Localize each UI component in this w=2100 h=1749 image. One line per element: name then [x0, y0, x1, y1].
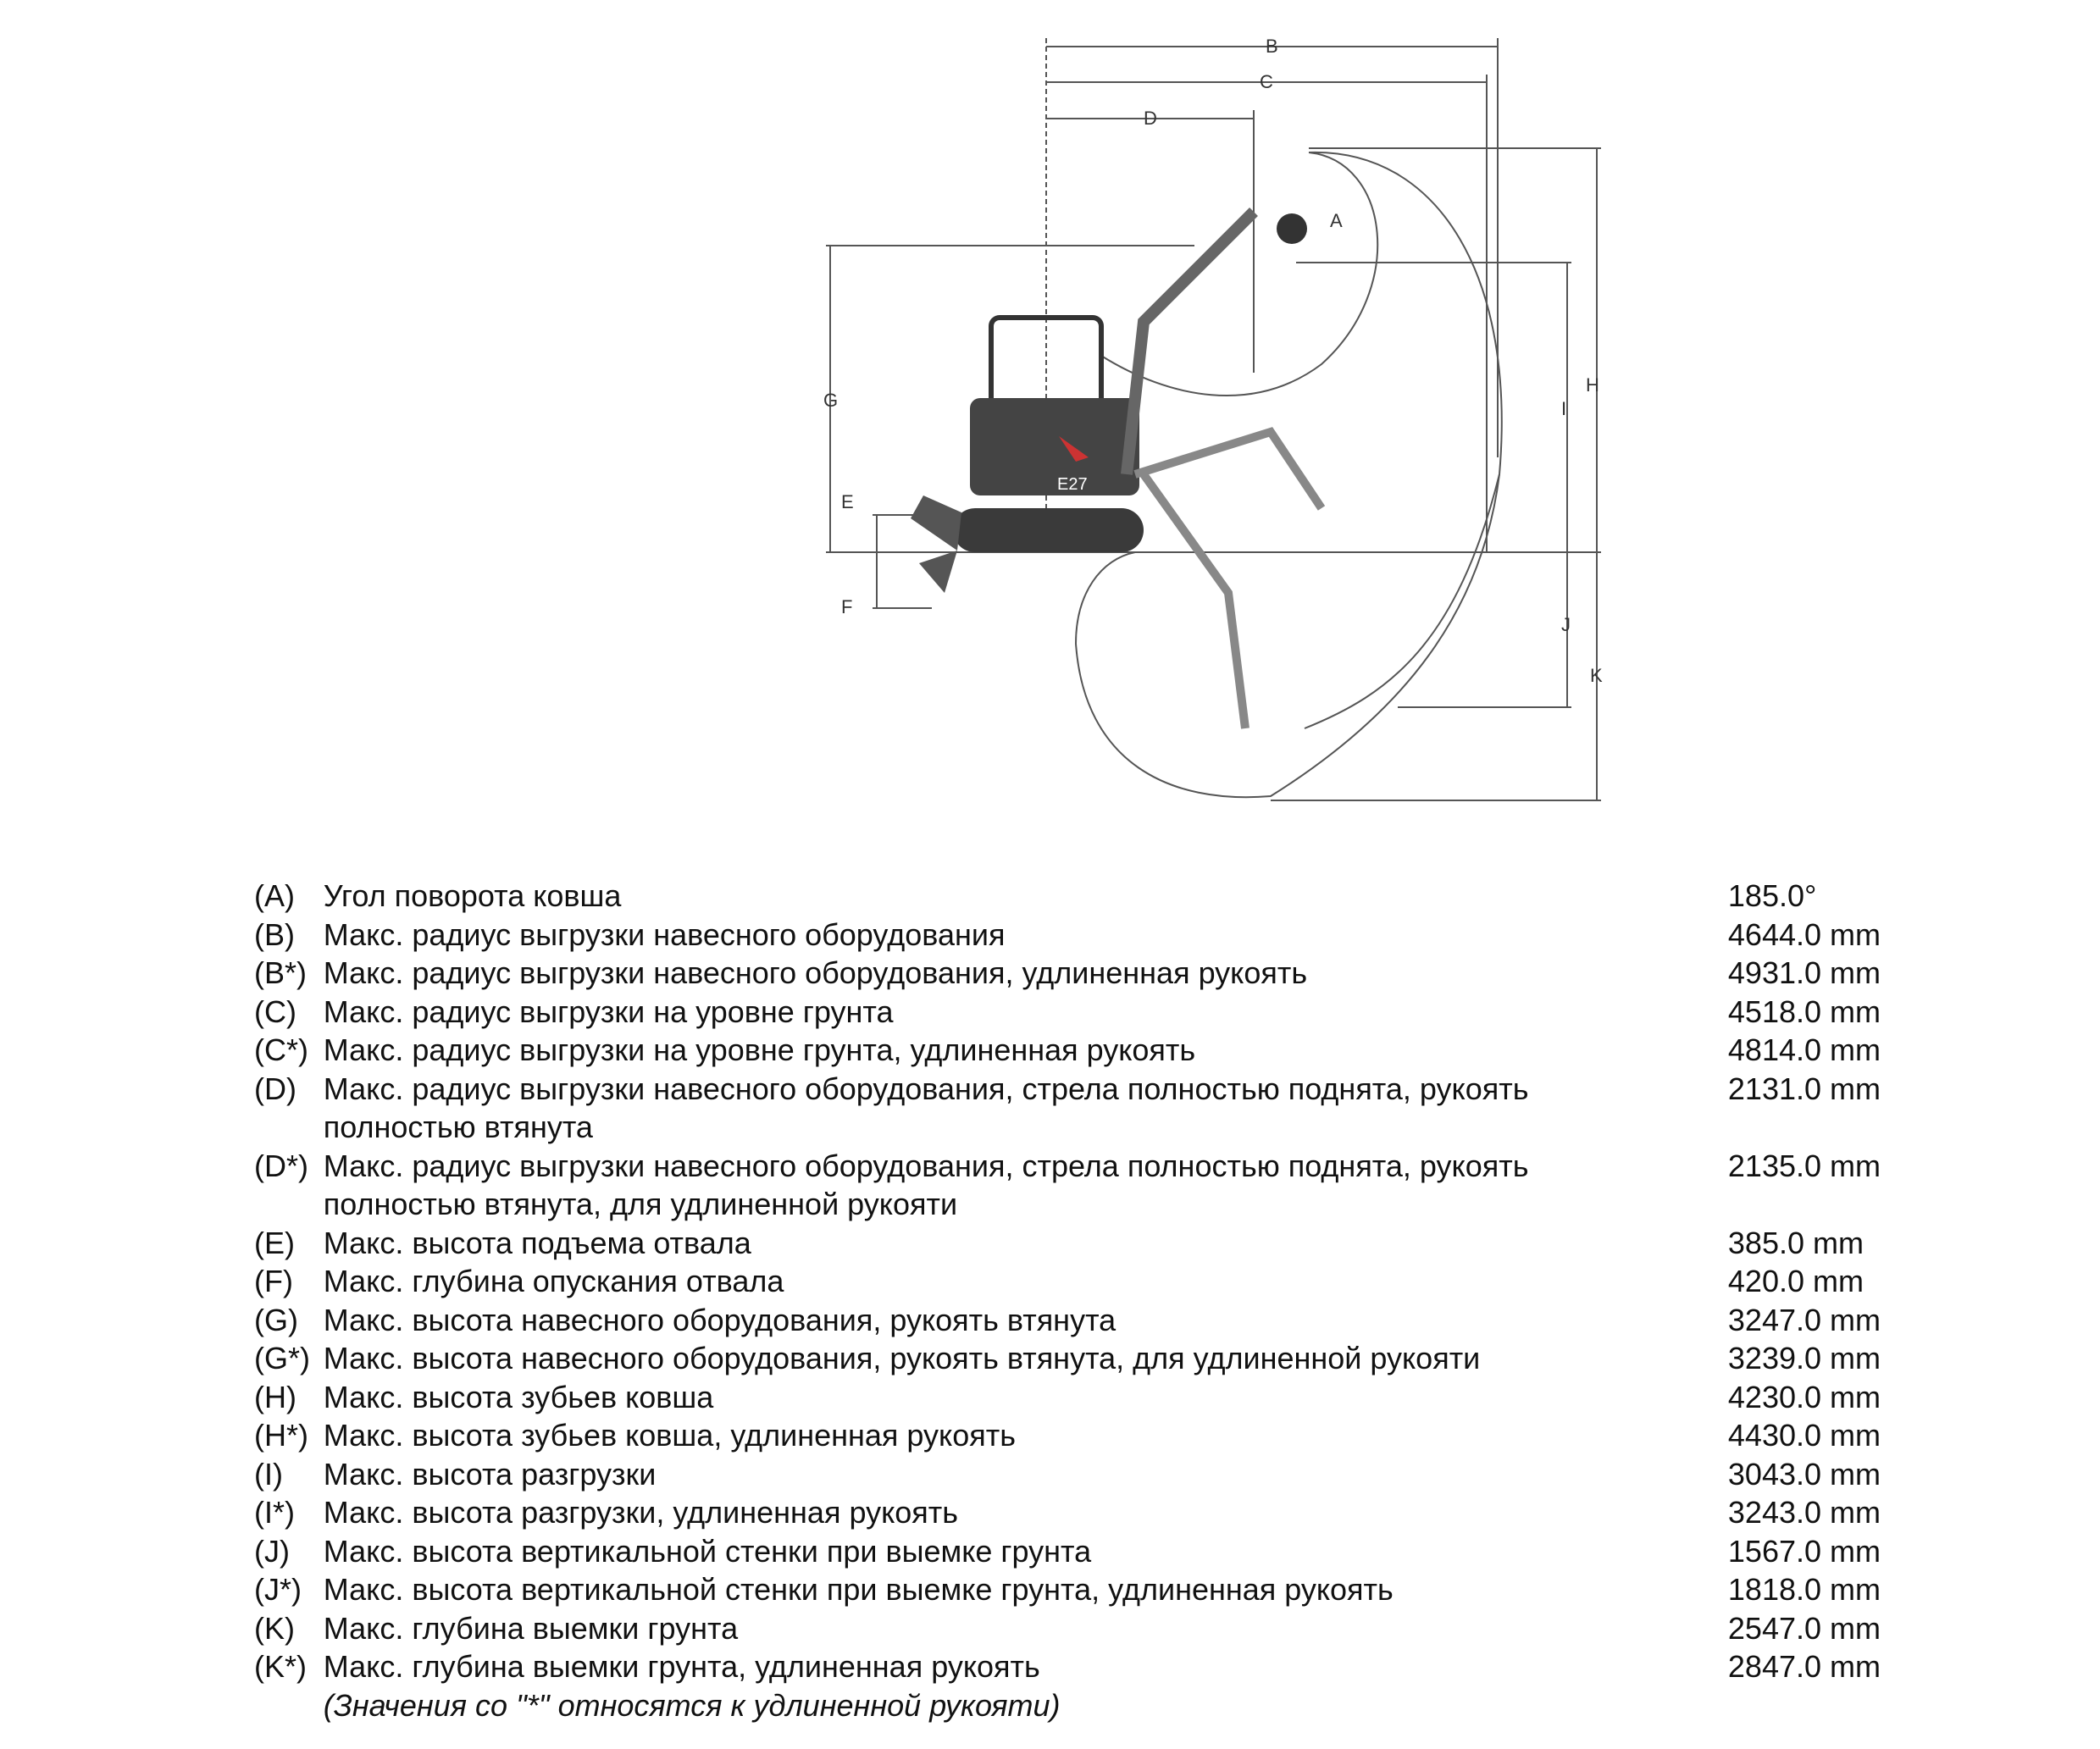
spec-value: 4814.0 mm: [1727, 1032, 1881, 1067]
dig-arc: [1304, 473, 1500, 729]
spec-value: 1567.0 mm: [1727, 1533, 1881, 1569]
spec-code: (G): [254, 1302, 298, 1337]
spec-code: (D*): [254, 1148, 308, 1183]
spec-code: (C): [254, 993, 296, 1029]
spec-code: (J*): [254, 1572, 302, 1607]
spec-code: (F): [254, 1264, 293, 1298]
spec-label: Угол поворота ковша: [323, 878, 622, 913]
spec-row: (H*) Макс. высота зубьев ковша, удлиненна…: [254, 1416, 1881, 1455]
dim-letter-d: D: [1144, 108, 1157, 129]
spec-label: Макс. глубина выемки грунта: [323, 1610, 739, 1646]
spec-code: (C*): [254, 1032, 308, 1067]
spec-row: (J*) Макс. высота вертикальной стенки при…: [254, 1570, 1881, 1609]
footnote-row: (Значения со "*" относятся к удлиненной …: [254, 1686, 1881, 1725]
dim-letter-e: E: [841, 491, 854, 512]
spec-row: (B*) Макс. радиус выгрузки навесного обор…: [254, 954, 1881, 993]
spec-row: (C) Макс. радиус выгрузки на уровне грунт…: [254, 993, 1881, 1032]
spec-row: (I) Макс. высота разгрузки 3043.0 mm: [254, 1455, 1881, 1494]
spec-label: Макс. высота навесного оборудования, рук…: [323, 1302, 1116, 1337]
spec-value: 1818.0 mm: [1727, 1572, 1881, 1607]
spec-code: (B): [254, 916, 295, 952]
spec-value: 4518.0 mm: [1727, 993, 1881, 1029]
spec-label: Макс. высота разгрузки, удлиненная рукоя…: [323, 1495, 958, 1530]
spec-label: Макс. высота разгрузки: [323, 1456, 657, 1492]
spec-row: (I*) Макс. высота разгрузки, удлиненная р…: [254, 1493, 1881, 1532]
spec-table: (A) Угол поворота ковша 185.0° (B) Макс. рад…: [254, 877, 1881, 1724]
spec-label: Макс. высота зубьев ковша: [323, 1379, 714, 1414]
spec-row: (F) Макс. глубина опускания отвала 420.0 m…: [254, 1262, 1881, 1301]
spec-label: Макс. радиус выгрузки навесного оборудов…: [323, 916, 1006, 952]
spec-row: (K) Макс. глубина выемки грунта 2547.0 mm: [254, 1609, 1881, 1648]
spec-label: Макс. радиус выгрузки на уровне грунта: [323, 993, 894, 1029]
spec-value: 2135.0 mm: [1727, 1148, 1881, 1183]
spec-code: (G*): [254, 1341, 310, 1375]
spec-value: 3239.0 mm: [1727, 1341, 1881, 1375]
spec-label: Макс. глубина опускания отвала: [323, 1264, 784, 1298]
spec-row: (K*) Макс. глубина выемки грунта, удлинен…: [254, 1647, 1881, 1686]
spec-code: (I): [254, 1456, 283, 1492]
dim-letter-b: B: [1266, 36, 1278, 57]
spec-value: 420.0 mm: [1727, 1264, 1864, 1298]
spec-label: Макс. радиус выгрузки на уровне грунта, …: [323, 1032, 1196, 1067]
spec-label: Макс. высота подъема отвала: [323, 1225, 751, 1260]
spec-label: Макс. радиус выгрузки навесного оборудов…: [323, 1148, 1529, 1222]
spec-value: 4230.0 mm: [1727, 1379, 1881, 1414]
spec-value: 2131.0 mm: [1727, 1071, 1881, 1106]
spec-row: (G) Макс. высота навесного оборудования, …: [254, 1301, 1881, 1340]
spec-code: (B*): [254, 955, 307, 990]
spec-row: (E) Макс. высота подъема отвала 385.0 mm: [254, 1224, 1881, 1263]
spec-value: 2847.0 mm: [1727, 1649, 1881, 1684]
dim-letter-j: J: [1561, 614, 1571, 635]
spec-code: (K*): [254, 1649, 307, 1684]
spec-code: (K): [254, 1610, 295, 1646]
spec-label: Макс. радиус выгрузки навесного оборудов…: [323, 955, 1308, 990]
spec-value: 3043.0 mm: [1727, 1456, 1881, 1492]
spec-row: (J) Макс. высота вертикальной стенки при …: [254, 1532, 1881, 1571]
spec-row: (B) Макс. радиус выгрузки навесного обору…: [254, 916, 1881, 955]
dim-letter-k: K: [1590, 665, 1603, 686]
spec-row: (D) Макс. радиус выгрузки навесного обору…: [254, 1070, 1881, 1147]
spec-row: (A) Угол поворота ковша 185.0°: [254, 877, 1881, 916]
spec-row: (D*) Макс. радиус выгрузки навесного обор…: [254, 1147, 1881, 1224]
dim-letter-a: A: [1330, 210, 1343, 231]
spec-code: (H): [254, 1379, 296, 1414]
dim-letter-g: G: [823, 390, 838, 411]
spec-row: (G*) Макс. высота навесного оборудования,…: [254, 1339, 1881, 1378]
excavator-working-range-diagram: B C D A G E F H I J K E27: [823, 36, 1603, 801]
dim-letter-h: H: [1586, 374, 1599, 396]
dim-letter-f: F: [841, 596, 852, 617]
spec-code: (A): [254, 878, 295, 913]
spec-code: (D): [254, 1071, 296, 1106]
spec-value: 2547.0 mm: [1727, 1610, 1881, 1646]
spec-label: Макс. глубина выемки грунта, удлиненная …: [323, 1649, 1040, 1684]
spec-code: (J): [254, 1533, 290, 1569]
spec-value: 385.0 mm: [1727, 1225, 1864, 1260]
spec-label: Макс. высота вертикальной стенки при вые…: [323, 1572, 1394, 1607]
dim-letter-c: C: [1260, 71, 1273, 92]
excavator-illustration: [911, 208, 1326, 729]
spec-value: 3247.0 mm: [1727, 1302, 1881, 1337]
machine-badge: E27: [1057, 475, 1088, 494]
spec-value: 4931.0 mm: [1727, 955, 1881, 990]
working-range-envelope: [1074, 151, 1503, 799]
spec-value: 4430.0 mm: [1727, 1418, 1881, 1453]
spec-label: Макс. высота зубьев ковша, удлиненная ру…: [323, 1418, 1016, 1453]
spec-value: 185.0°: [1727, 878, 1817, 913]
spec-row: (C*) Макс. радиус выгрузки на уровне грун…: [254, 1031, 1881, 1070]
spec-label: Макс. радиус выгрузки навесного оборудов…: [323, 1071, 1529, 1145]
spec-code: (I*): [254, 1495, 295, 1530]
spec-row: (H) Макс. высота зубьев ковша 4230.0 mm: [254, 1378, 1881, 1417]
spec-code: (H*): [254, 1418, 308, 1453]
spec-code: (E): [254, 1225, 295, 1260]
footnote: (Значения со "*" относятся к удлиненной …: [323, 1687, 1061, 1723]
spec-label: Макс. высота навесного оборудования, рук…: [323, 1341, 1481, 1375]
spec-value: 3243.0 mm: [1727, 1495, 1881, 1530]
spec-label: Макс. высота вертикальной стенки при вые…: [323, 1533, 1092, 1569]
inner-arc: [1100, 152, 1379, 396]
dim-letter-i: I: [1561, 398, 1566, 419]
spec-value: 4644.0 mm: [1727, 916, 1881, 952]
